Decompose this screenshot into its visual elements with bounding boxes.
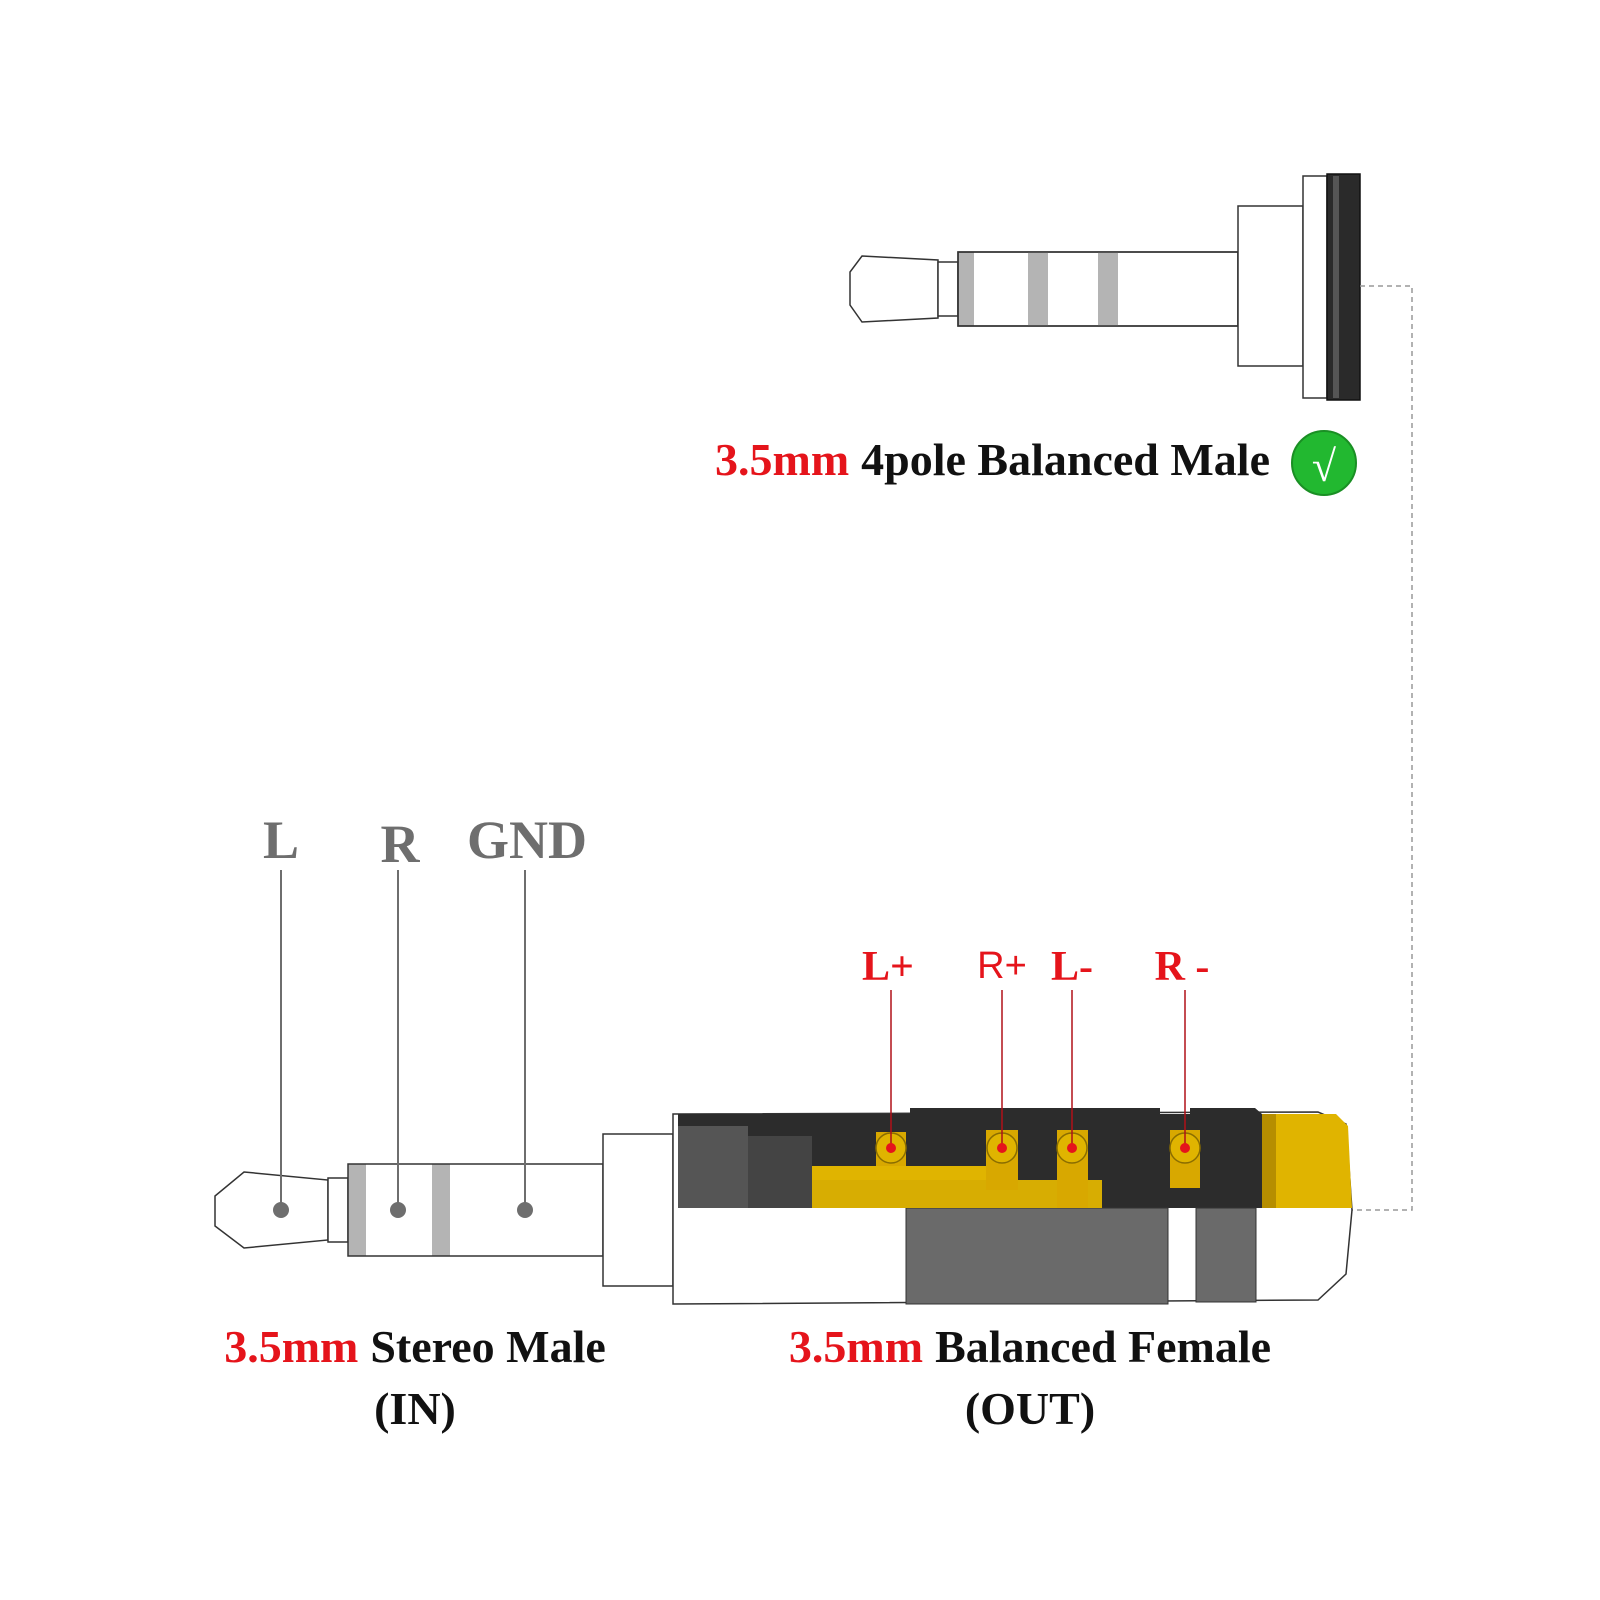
plug-tip: [849, 255, 939, 323]
plug-cap-shine: [1333, 176, 1339, 398]
stereo-pin-leaders: [280, 870, 526, 1210]
plug-cap: [1326, 173, 1361, 401]
plug-neck: [937, 261, 959, 317]
jack-sleeve-rear: [1195, 1207, 1257, 1303]
stereo-sleeve: [347, 1163, 604, 1257]
balanced-female-size: 3.5mm: [789, 1321, 923, 1372]
balanced-female-jack: [672, 1108, 1353, 1305]
plug-ring-1: [1028, 252, 1048, 326]
pin-label-gnd: GND: [467, 810, 587, 870]
pin-label-l: L: [263, 810, 299, 870]
balanced-pin-dots: [886, 1143, 1190, 1153]
stereo-neck: [327, 1177, 349, 1243]
pin-label-l-plus: L+: [862, 944, 914, 990]
jack-sleeve-mid: [905, 1207, 1169, 1305]
connector-dashed-line: [1350, 285, 1413, 1211]
jack-gold-nose-shade: [1262, 1114, 1276, 1208]
stereo-male-plug: [214, 1133, 674, 1287]
plug-flange: [1302, 175, 1328, 399]
stereo-male-direction: (IN): [374, 1383, 456, 1434]
stereo-male-name: Stereo Male: [370, 1321, 605, 1372]
svg-text:√: √: [1312, 442, 1337, 491]
pin-label-r-minus: R -: [1155, 944, 1210, 990]
balanced-female-name: Balanced Female: [935, 1321, 1271, 1372]
stereo-ring: [432, 1164, 450, 1256]
balanced-female-direction: (OUT): [965, 1383, 1095, 1434]
balanced-male-plug: [849, 173, 1361, 401]
pin-label-r-plus: R+: [977, 945, 1027, 987]
stereo-insulator: [348, 1164, 366, 1256]
pin-label-r: R: [381, 814, 421, 874]
plug-collar: [1237, 205, 1304, 367]
plug-ring-2: [1098, 252, 1118, 326]
contact-bar: [812, 1166, 1018, 1180]
plug-insulator-ring: [958, 252, 974, 326]
jack-inner-block: [678, 1126, 748, 1208]
stereo-tip: [214, 1171, 329, 1249]
checkmark-icon: √: [1291, 430, 1357, 496]
stereo-collar: [602, 1133, 674, 1287]
stereo-male-size: 3.5mm: [224, 1321, 358, 1372]
balanced-male-name: 4pole Balanced Male: [861, 434, 1270, 485]
balanced-pin-leaders: [890, 990, 1186, 1148]
balanced-male-size: 3.5mm: [715, 434, 849, 485]
jack-gold-nose: [1262, 1114, 1352, 1208]
contact-bar-low: [812, 1180, 1102, 1208]
stereo-pin-dots: [273, 1202, 533, 1218]
pin-label-l-minus: L-: [1051, 944, 1093, 990]
jack-inner-block-2: [748, 1136, 812, 1208]
